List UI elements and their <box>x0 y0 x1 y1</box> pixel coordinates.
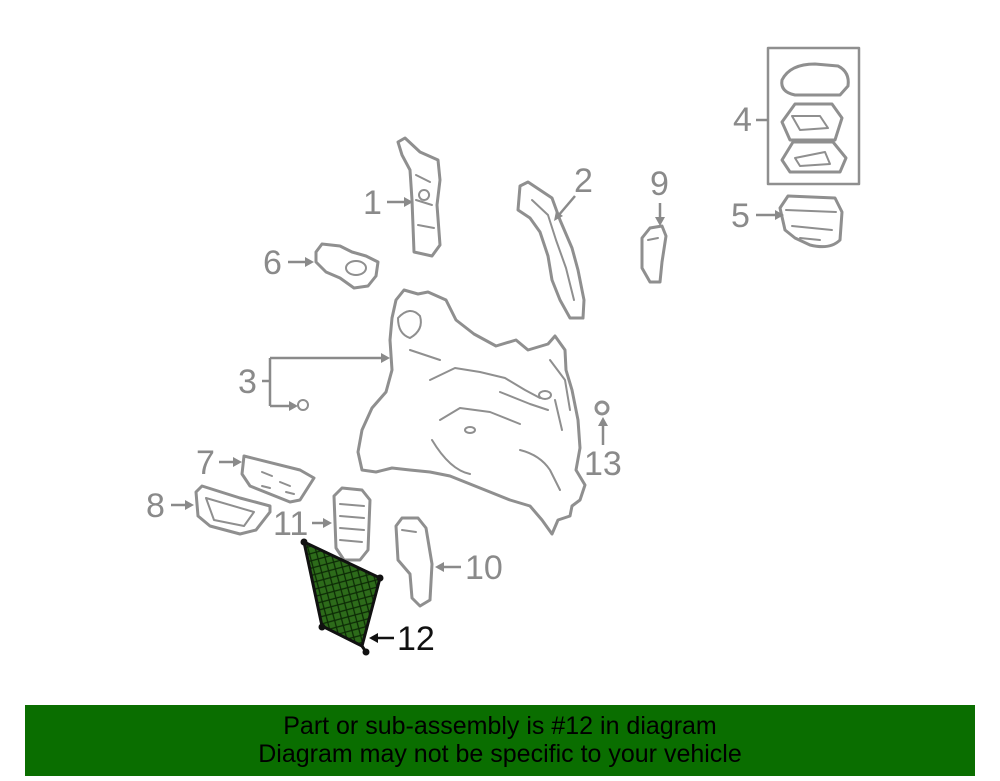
part-9-trim <box>640 224 668 284</box>
callout-11: 11 <box>273 505 308 543</box>
part-3-quarter-panel <box>356 288 587 536</box>
callout-9: 9 <box>650 165 669 203</box>
callout-7: 7 <box>196 444 215 482</box>
banner-line-2: Diagram may not be specific to your vehi… <box>258 740 742 768</box>
callout-8: 8 <box>146 487 165 525</box>
callout-labels: 1 2 3 4 5 6 7 8 9 10 11 12 13 <box>146 101 752 658</box>
callout-12: 12 <box>397 620 435 658</box>
callout-5: 5 <box>731 197 750 235</box>
part-7-panel <box>240 454 316 504</box>
part-2-upper-trim <box>516 180 586 320</box>
callout-13: 13 <box>584 445 622 483</box>
part-11-cover <box>332 486 372 562</box>
callout-4: 4 <box>733 101 752 139</box>
callout-1: 1 <box>363 184 382 222</box>
part-4-trays <box>766 46 861 186</box>
part-12-cargo-net <box>300 538 384 656</box>
leader-lines <box>171 118 784 643</box>
callout-3: 3 <box>238 363 257 401</box>
part-3-clip <box>297 399 309 411</box>
part-6-bracket <box>314 242 380 290</box>
callout-10: 10 <box>465 549 503 587</box>
part-1-pillar-trim <box>396 136 442 258</box>
part-8-sill <box>194 484 272 536</box>
callout-6: 6 <box>263 244 282 282</box>
banner-line-1: Part or sub-assembly is #12 in diagram <box>283 712 717 740</box>
part-5-cup-holder <box>778 194 844 249</box>
part-13-clip <box>594 400 610 416</box>
callout-2: 2 <box>574 162 593 200</box>
parts-diagram: 1 2 3 4 5 6 7 8 9 10 11 12 13 <box>146 46 861 658</box>
info-banner: Part or sub-assembly is #12 in diagram D… <box>25 705 975 776</box>
part-10-trim <box>394 516 434 608</box>
